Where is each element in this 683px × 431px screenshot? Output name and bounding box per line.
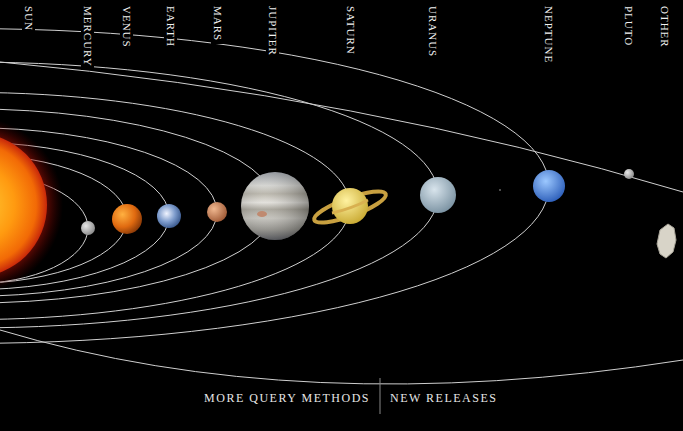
asteroid bbox=[657, 224, 676, 258]
orbit bbox=[0, 109, 275, 303]
saturn-ring bbox=[311, 186, 389, 229]
outer-orbit bbox=[0, 330, 683, 384]
mars bbox=[207, 202, 227, 222]
pluto bbox=[624, 169, 634, 179]
jupiter bbox=[241, 172, 309, 240]
earth bbox=[157, 204, 181, 228]
planet-label: SUN bbox=[22, 3, 35, 34]
pluto-orbit bbox=[0, 62, 683, 192]
small-dot bbox=[499, 189, 501, 191]
planet-label: SATURN bbox=[344, 3, 357, 58]
sun-glow bbox=[0, 117, 63, 293]
orbit bbox=[0, 92, 350, 319]
planet-label: NEPTUNE bbox=[542, 3, 555, 66]
sun bbox=[0, 133, 47, 277]
planet-label: URANUS bbox=[426, 3, 439, 60]
orbit bbox=[0, 62, 438, 328]
neptune bbox=[533, 170, 565, 202]
orbit bbox=[0, 29, 549, 344]
planet-label: EARTH bbox=[164, 3, 177, 50]
nav-link: NEW RELEASES bbox=[388, 391, 499, 406]
nav-link: MORE QUERY METHODS bbox=[202, 391, 372, 406]
jupiter-shade bbox=[241, 172, 309, 240]
saturn bbox=[332, 188, 368, 224]
planet-label: PLUTO bbox=[622, 3, 635, 49]
planet-label: JUPITER bbox=[266, 3, 279, 59]
great-red-spot bbox=[257, 211, 267, 217]
venus bbox=[112, 204, 142, 234]
planet-label: MARS bbox=[211, 3, 224, 44]
planet-label: MERCURY bbox=[81, 3, 94, 70]
uranus bbox=[420, 177, 456, 213]
divider bbox=[380, 378, 381, 414]
planet-label: VENUS bbox=[120, 3, 133, 51]
saturn-ring-front bbox=[332, 200, 368, 213]
orbit-lines bbox=[0, 29, 549, 344]
planet-label: OTHER bbox=[658, 3, 671, 51]
mercury bbox=[81, 221, 95, 235]
